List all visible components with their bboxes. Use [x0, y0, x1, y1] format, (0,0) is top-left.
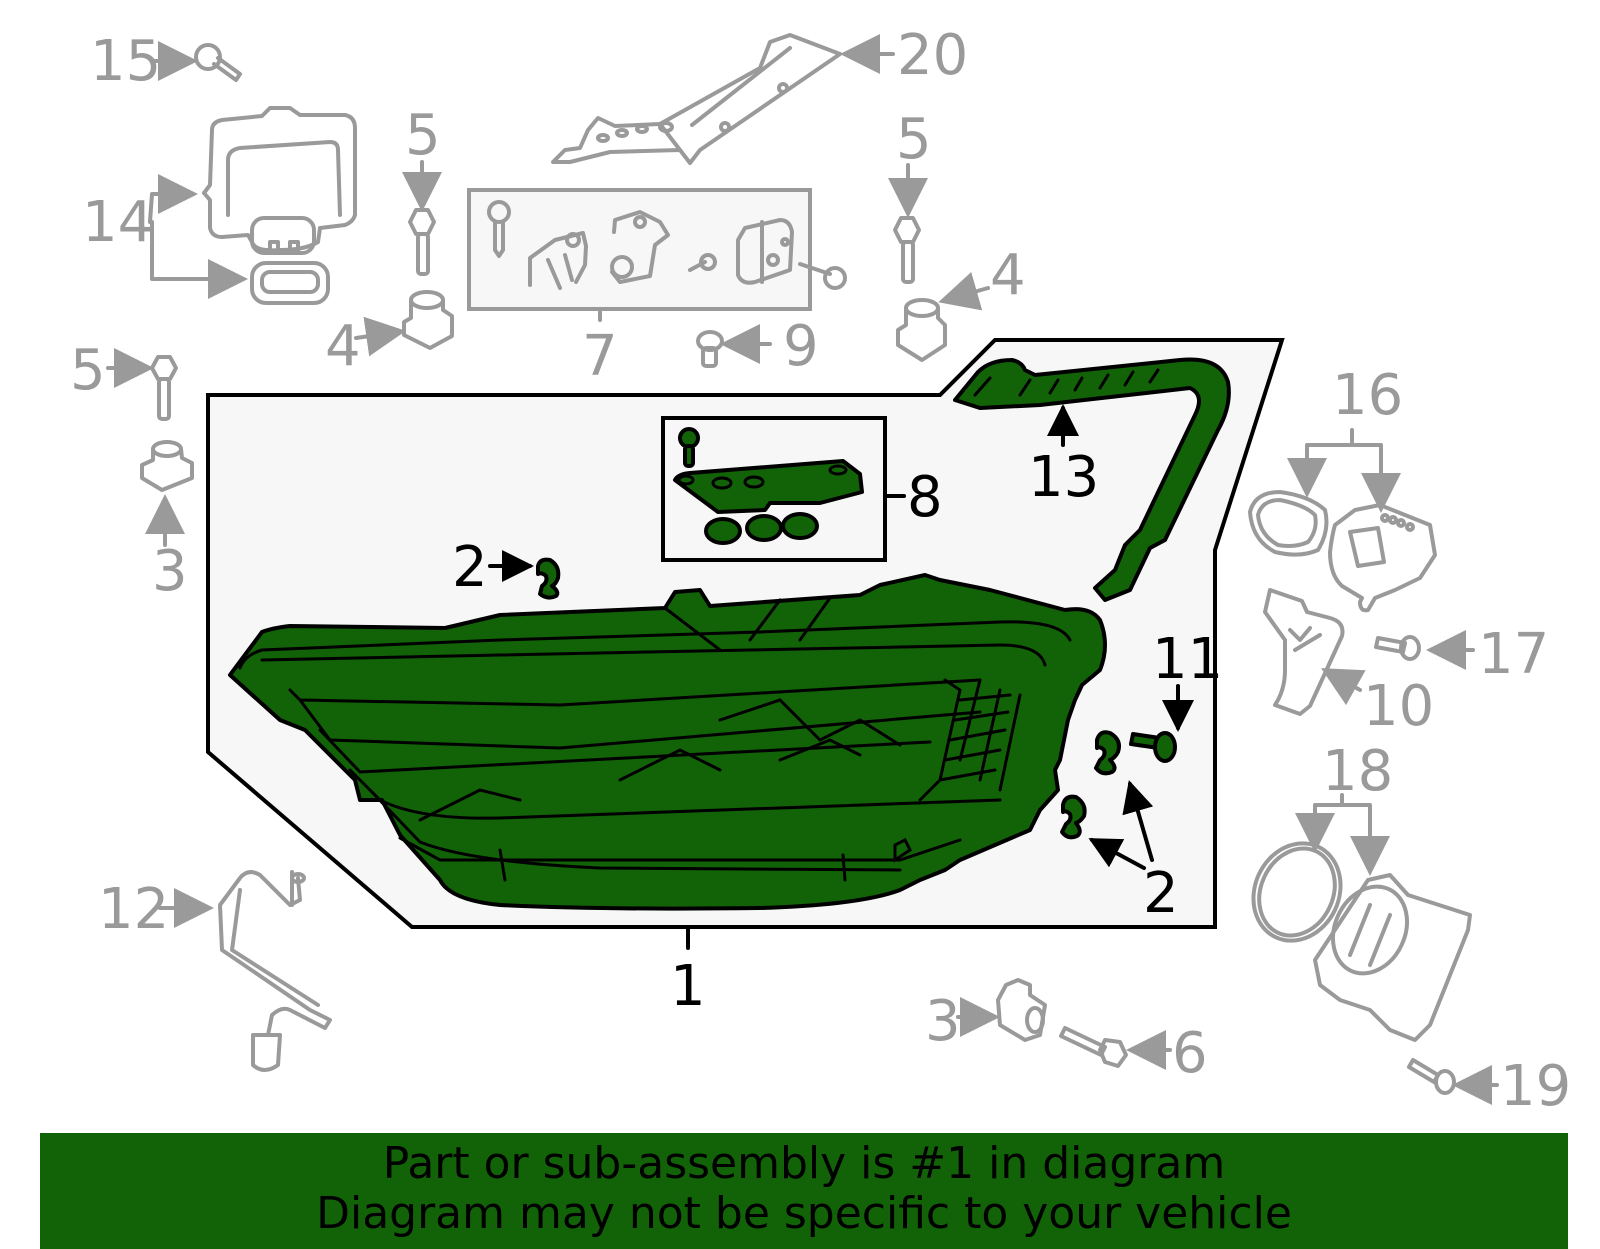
part-19-screw[interactable]	[1407, 1058, 1456, 1095]
part-2-clip-top[interactable]	[536, 557, 561, 600]
leader-14a	[148, 174, 198, 224]
callout-4-right[interactable]: 4	[990, 243, 1026, 308]
callout-5-right-top[interactable]: 5	[896, 107, 932, 172]
part-12-vent-tube[interactable]	[218, 870, 332, 1072]
part-15-screw[interactable]	[194, 43, 242, 82]
part-11-screw[interactable]	[1129, 731, 1177, 763]
part-7-bracket-kit[interactable]	[467, 188, 847, 311]
part-3-nut-bottom[interactable]	[996, 978, 1047, 1042]
part-2-clip-right-upper[interactable]	[1094, 730, 1121, 776]
callout-14[interactable]: 14	[82, 190, 153, 255]
leader-14b	[150, 220, 248, 299]
part-16-connector-and-seal[interactable]	[1248, 490, 1437, 613]
part-5-bolt-far-left[interactable]	[150, 355, 178, 421]
banner-line-2: Diagram may not be specific to your vehi…	[316, 1188, 1292, 1239]
part-17-screw[interactable]	[1374, 635, 1421, 661]
part-5-bolt-left[interactable]	[408, 208, 436, 276]
leader-4-right	[938, 271, 990, 311]
callout-8[interactable]: 8	[907, 465, 943, 530]
callout-13[interactable]: 13	[1028, 445, 1099, 510]
leader-4-left	[354, 316, 406, 357]
callout-15[interactable]: 15	[90, 29, 161, 94]
part-3-nut-left[interactable]	[140, 440, 194, 492]
callout-2-top[interactable]: 2	[452, 535, 488, 600]
part-2-clip-right-lower[interactable]	[1060, 794, 1087, 840]
part-10-bracket[interactable]	[1263, 588, 1345, 716]
part-20-bracket[interactable]	[551, 33, 842, 165]
disclaimer-banner: Part or sub-assembly is #1 in diagram Di…	[40, 1133, 1568, 1249]
part-4-clip-left[interactable]	[402, 290, 454, 350]
callout-20[interactable]: 20	[897, 23, 968, 88]
callout-16[interactable]: 16	[1332, 363, 1403, 428]
callout-5-far-left[interactable]: 5	[70, 338, 106, 403]
callout-19[interactable]: 19	[1500, 1054, 1571, 1119]
part-8-mounting-kit[interactable]	[661, 416, 887, 562]
callout-2-bottom[interactable]: 2	[1143, 861, 1179, 926]
leader-10	[1321, 668, 1366, 706]
callout-9[interactable]: 9	[783, 314, 819, 379]
leader-16b	[1350, 443, 1401, 513]
callout-3-bottom[interactable]: 3	[925, 989, 961, 1054]
callout-17[interactable]: 17	[1478, 622, 1549, 687]
callout-7[interactable]: 7	[582, 324, 618, 389]
part-14-control-module[interactable]	[202, 106, 357, 305]
callout-12[interactable]: 12	[98, 877, 169, 942]
callout-3-left[interactable]: 3	[152, 539, 188, 604]
part-9-screw[interactable]	[696, 330, 724, 368]
callout-1[interactable]: 1	[670, 954, 706, 1019]
part-13-seal-strip[interactable]	[953, 357, 1231, 602]
callout-5-left-top[interactable]: 5	[405, 103, 441, 168]
leader-16a	[1287, 428, 1354, 498]
leader-18a	[1295, 793, 1344, 853]
leader-18b	[1340, 803, 1390, 876]
callout-6[interactable]: 6	[1172, 1021, 1208, 1086]
callout-18[interactable]: 18	[1322, 739, 1393, 804]
callout-11[interactable]: 11	[1152, 627, 1223, 692]
part-4-clip-right[interactable]	[896, 298, 947, 362]
part-1-headlamp-assembly[interactable]	[228, 573, 1107, 911]
banner-line-1: Part or sub-assembly is #1 in diagram	[382, 1138, 1226, 1189]
part-6-bolt[interactable]	[1059, 1026, 1128, 1068]
callout-10[interactable]: 10	[1363, 674, 1434, 739]
callout-4-left[interactable]: 4	[325, 314, 361, 379]
part-5-bolt-right[interactable]	[893, 216, 921, 284]
part-18-projector-module[interactable]	[1238, 829, 1472, 1042]
leader-2-right-b	[1088, 838, 1146, 870]
leader-2-right-a	[1122, 780, 1154, 862]
